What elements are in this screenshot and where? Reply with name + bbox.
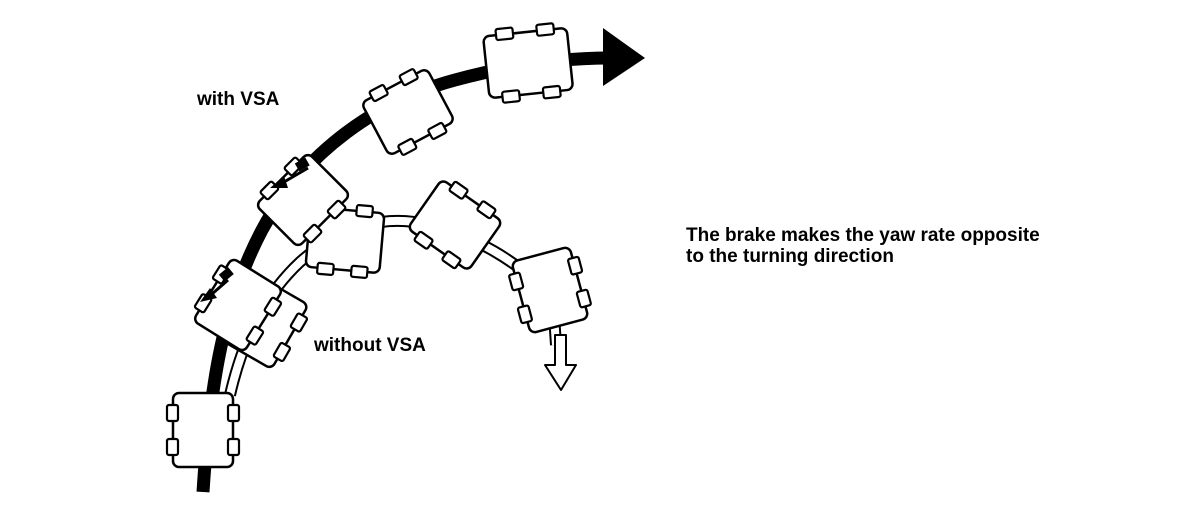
caption-line-2: to the turning direction	[686, 246, 894, 267]
brake-yaw-caption: The brake makes the yaw rate opposite to…	[686, 225, 1040, 267]
with-vsa-label: with VSA	[197, 89, 280, 110]
car-icon	[362, 68, 454, 156]
without-vsa-arrowhead-icon	[544, 334, 577, 391]
caption-line-1: The brake makes the yaw rate opposite	[686, 225, 1040, 246]
car-icon	[165, 391, 241, 469]
brake-arrow-icon	[270, 157, 310, 188]
car-icon	[482, 22, 574, 104]
with-vsa-arrowhead-icon	[603, 28, 645, 86]
car-icon	[508, 246, 592, 334]
brake-arrow-icon	[200, 267, 234, 302]
car-icon	[408, 180, 502, 270]
without-vsa-label: without VSA	[314, 335, 426, 356]
